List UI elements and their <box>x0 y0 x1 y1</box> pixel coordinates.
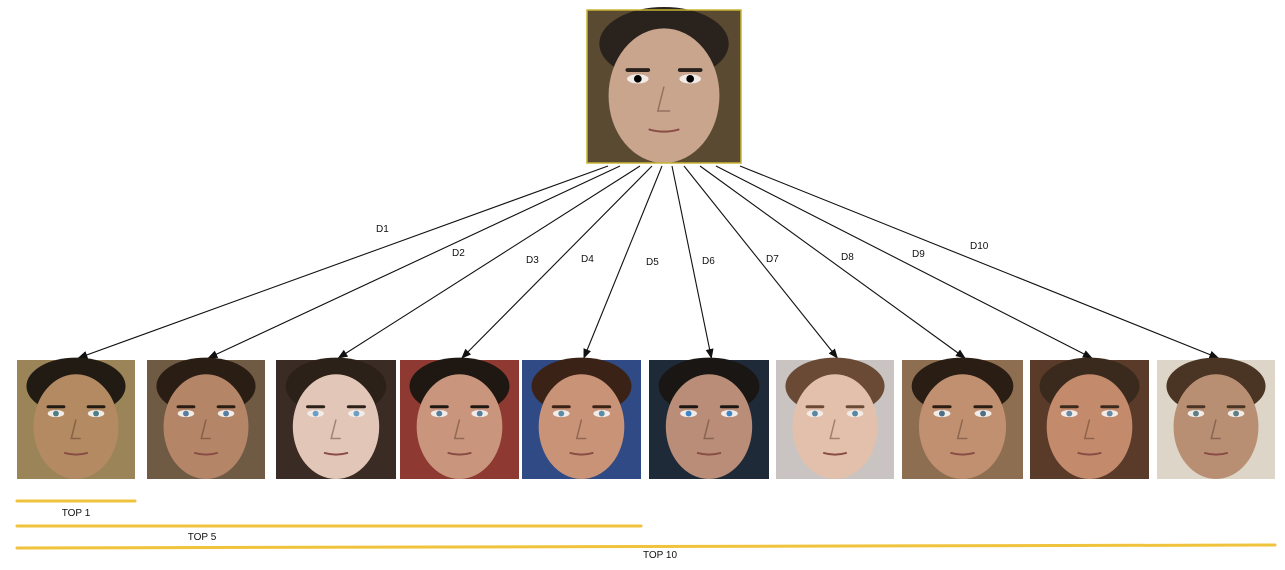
distance-label-4: D4 <box>581 254 594 265</box>
distance-arrow-10 <box>739 165 1220 359</box>
distance-label-8: D8 <box>841 252 854 263</box>
rank-bar-top-10 <box>15 543 1277 550</box>
distance-arrow-7 <box>683 165 838 359</box>
query-face-photo <box>587 6 741 163</box>
result-face-4 <box>400 357 519 480</box>
distance-arrow-5 <box>583 165 663 359</box>
distance-arrow-9 <box>715 165 1093 359</box>
distance-arrow-6 <box>671 165 714 359</box>
distance-label-7: D7 <box>766 254 779 265</box>
distance-label-2: D2 <box>452 248 465 259</box>
result-face-8 <box>902 357 1023 480</box>
distance-arrow-2 <box>207 165 621 359</box>
result-face-6 <box>649 357 769 480</box>
result-face-3 <box>276 357 396 480</box>
distance-label-9: D9 <box>912 249 925 260</box>
result-face-7 <box>776 357 894 480</box>
result-face-9 <box>1030 357 1149 480</box>
result-faces-row <box>17 357 1275 480</box>
rank-bar-label-top-10: TOP 10 <box>643 550 678 561</box>
distance-arrow-4 <box>461 165 653 359</box>
query-face-image <box>586 6 742 164</box>
query-face-border <box>586 9 742 164</box>
rank-bar-label-top-1: TOP 1 <box>62 508 91 519</box>
result-face-1 <box>17 357 135 480</box>
distance-arrow-8 <box>699 165 966 359</box>
distance-label-6: D6 <box>702 256 715 267</box>
result-face-10 <box>1157 357 1275 480</box>
distance-label-5: D5 <box>646 257 659 268</box>
rank-bar-label-top-5: TOP 5 <box>188 532 217 543</box>
distance-arrow-3 <box>337 165 641 359</box>
result-face-5 <box>522 357 641 480</box>
distance-label-1: D1 <box>376 224 389 235</box>
distance-label-3: D3 <box>526 255 539 266</box>
distance-arrow-1 <box>77 165 609 359</box>
result-face-2 <box>147 357 265 480</box>
rank-bars: TOP 1 TOP 5 TOP 10 <box>15 499 1277 561</box>
distance-label-10: D10 <box>970 241 989 252</box>
